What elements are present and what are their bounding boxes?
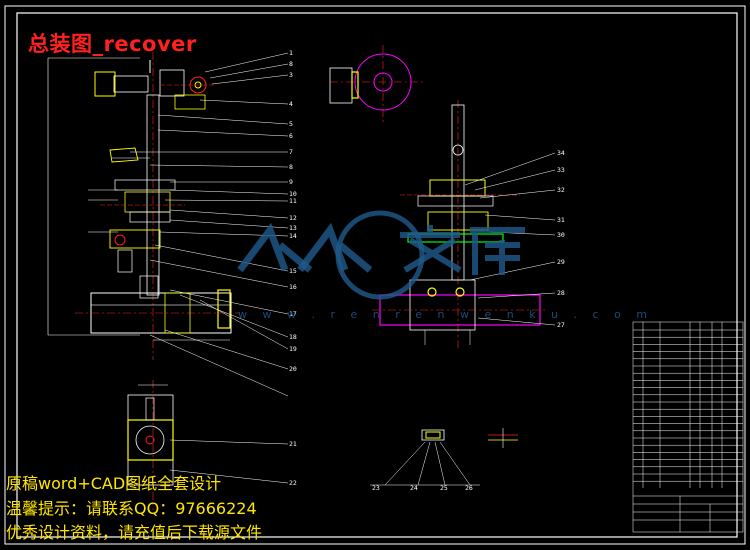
callout-label: 8	[289, 60, 293, 68]
watermark-url: w w w . r e n r e n w e n k u . c o m	[238, 308, 654, 321]
note-line-3: 优秀设计资料，请充值后下载源文件	[6, 523, 263, 542]
callout-label: 12	[289, 214, 297, 222]
top-view	[329, 45, 425, 122]
callout-label: 30	[557, 231, 565, 239]
front-view	[47, 52, 240, 360]
callout-column-side: 34 33 32 31 30 29 28 27	[557, 149, 565, 329]
callout-label: 11	[289, 197, 297, 205]
callout-label: 22	[289, 479, 297, 487]
callout-label: 32	[557, 186, 565, 194]
callout-label: 16	[289, 283, 297, 291]
note-line-1: 原稿word+CAD图纸全套设计	[6, 474, 222, 493]
callout-label: 29	[557, 258, 565, 266]
callout-label: 19	[289, 345, 297, 353]
callout-label: 21	[289, 440, 297, 448]
callout-label: 24	[410, 484, 418, 492]
callout-label: 6	[289, 132, 293, 140]
callout-detail: 23 24 25 26	[372, 484, 473, 492]
callout-label: 15	[289, 267, 297, 275]
callout-label: 28	[557, 289, 565, 297]
callout-label: 26	[465, 484, 473, 492]
callout-label: 9	[289, 178, 293, 186]
callout-label: 8	[289, 163, 293, 171]
outer-border	[4, 5, 746, 545]
callout-label: 10	[289, 190, 297, 198]
callout-label: 7	[289, 148, 293, 156]
inner-border	[16, 12, 738, 538]
callout-label: 1	[289, 49, 293, 57]
callout-label: 25	[440, 484, 448, 492]
drawing-title: 总装图_recover	[28, 32, 197, 56]
callout-label: 20	[289, 365, 297, 373]
callout-label: 14	[289, 232, 297, 240]
front-view-leaders	[130, 52, 289, 397]
callout-label: 23	[372, 484, 380, 492]
callout-label: 31	[557, 216, 565, 224]
note-line-2: 温馨提示：请联系QQ：97666224	[6, 499, 257, 518]
small-detail	[370, 428, 518, 486]
base-detail	[127, 380, 289, 510]
title-block	[632, 321, 744, 533]
callout-label: 34	[557, 149, 565, 157]
callout-label: 27	[557, 321, 565, 329]
callout-label: 5	[289, 120, 293, 128]
callout-label: 33	[557, 166, 565, 174]
callout-label: 17	[289, 310, 297, 318]
callout-label: 3	[289, 71, 293, 79]
callout-label: 4	[289, 100, 293, 108]
callout-label: 18	[289, 333, 297, 341]
callout-label: 13	[289, 224, 297, 232]
